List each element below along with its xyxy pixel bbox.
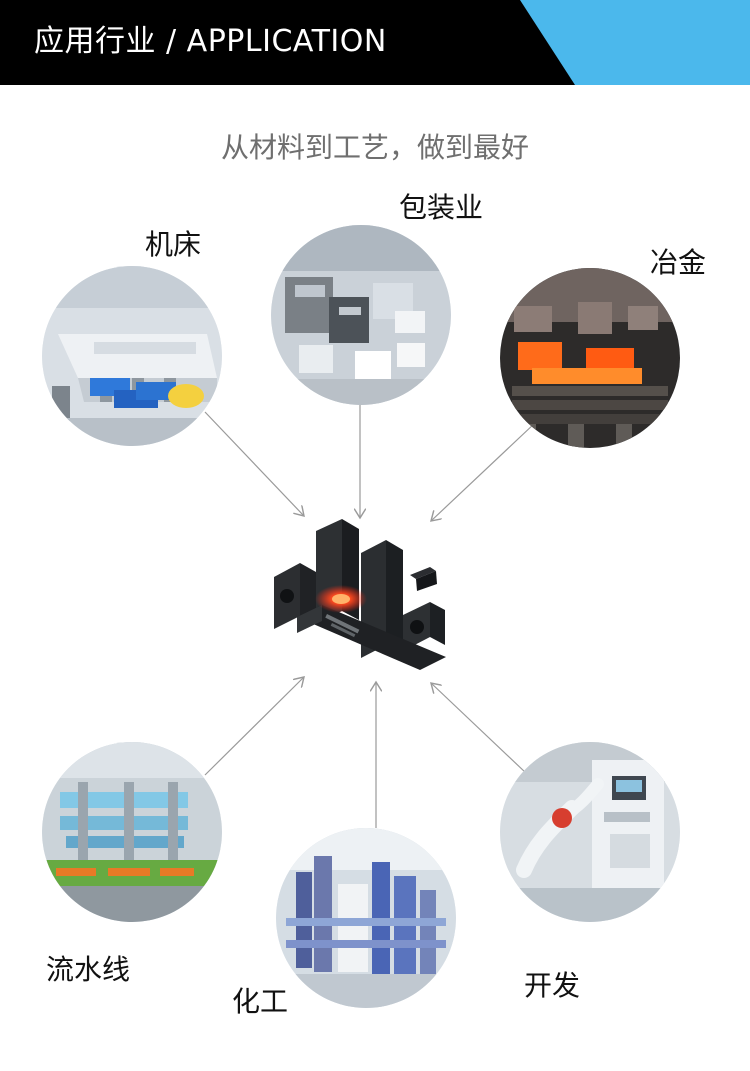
packaging-image [271,225,451,405]
arrow-assembly-line-to-sensor [204,677,304,776]
header-banner: 应用行业 / APPLICATION [0,0,750,85]
machine-tool-image [42,266,222,446]
arrow-metallurgy-to-sensor [431,422,536,521]
label-metallurgy: 冶金 [650,246,707,279]
header-blue-accent [520,0,750,85]
label-machine-tool: 机床 [145,228,202,261]
label-development: 开发 [524,969,581,1002]
photoelectric-sensor-icon [258,519,448,684]
development-image [500,742,680,922]
label-packaging: 包装业 [399,191,484,224]
metallurgy-image [500,268,680,448]
section-subtitle: 从材料到工艺，做到最好 [220,131,529,164]
label-chemical: 化工 [232,985,289,1018]
assembly-line-image [42,742,222,922]
label-assembly-line: 流水线 [46,953,131,986]
arrow-development-to-sensor [431,683,527,774]
page-title: 应用行业 / APPLICATION [34,24,387,59]
arrow-machine-tool-to-sensor [204,411,304,516]
chemical-plant-image [276,828,456,1008]
